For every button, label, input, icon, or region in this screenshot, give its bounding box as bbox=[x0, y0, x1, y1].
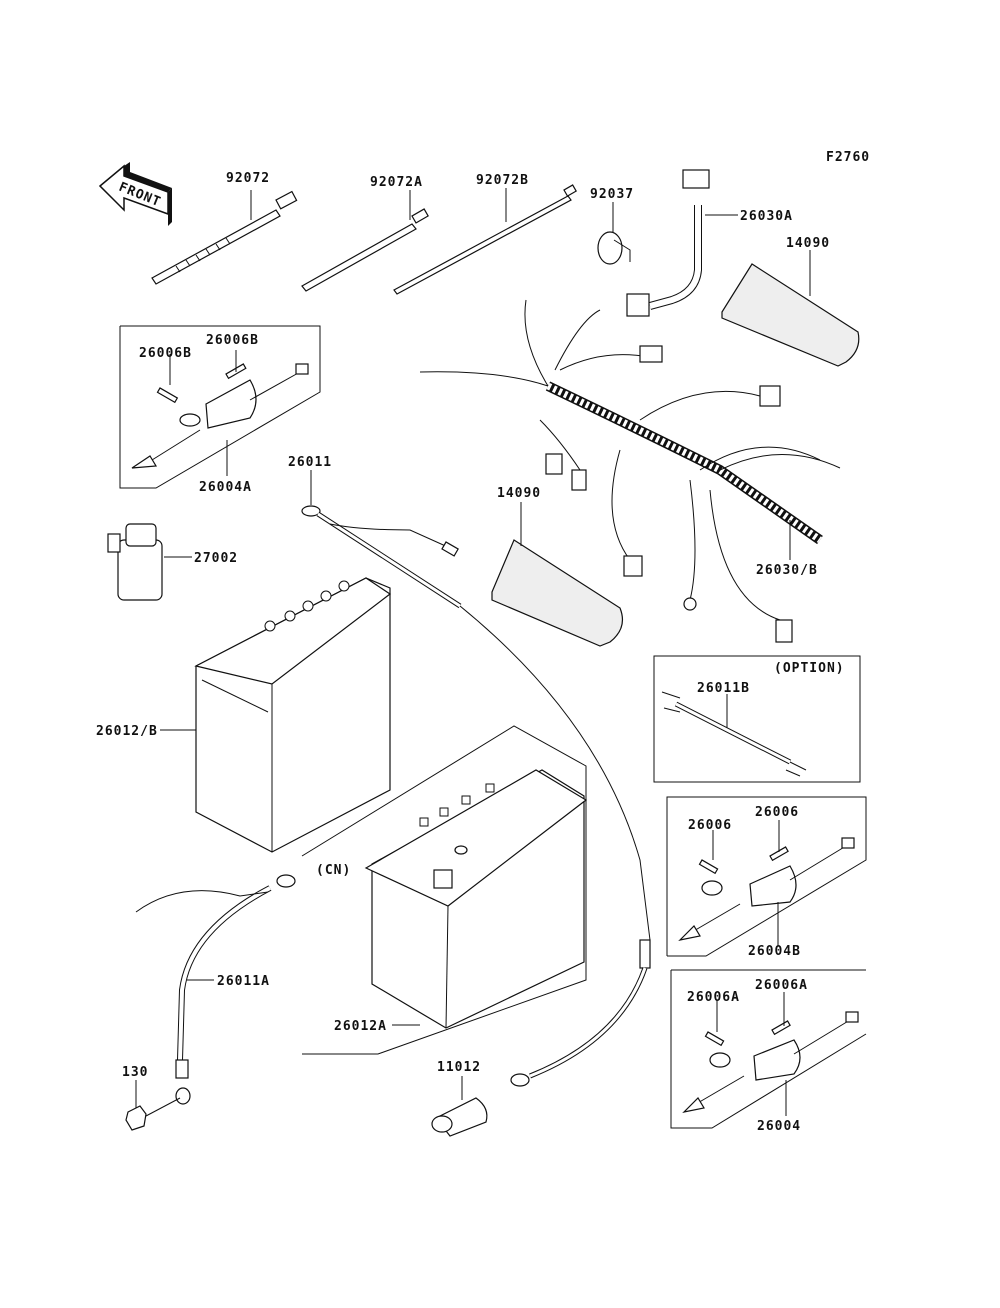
callout-26006B-right: 26006B bbox=[206, 333, 259, 348]
callout-26004B: 26004B bbox=[748, 944, 801, 959]
callout-26012B: 26012/B bbox=[96, 724, 158, 739]
callout-26012A: 26012A bbox=[334, 1019, 387, 1034]
part-26012B-battery[interactable] bbox=[160, 577, 392, 853]
callout-92072: 92072 bbox=[226, 171, 270, 186]
part-92072B-cable-tie[interactable] bbox=[393, 184, 577, 295]
callout-27002: 27002 bbox=[194, 551, 238, 566]
callout-14090-top: 14090 bbox=[786, 236, 830, 251]
callout-26004: 26004 bbox=[757, 1119, 801, 1134]
part-26030A-sub-harness[interactable] bbox=[626, 169, 738, 317]
callout-130: 130 bbox=[122, 1065, 148, 1080]
part-26004B-fuse-holder-kit[interactable] bbox=[666, 796, 867, 957]
callout-26011: 26011 bbox=[288, 455, 332, 470]
part-14090-cover-top[interactable] bbox=[721, 250, 860, 367]
callout-11012: 11012 bbox=[437, 1060, 481, 1075]
part-26004A-fuse-holder-kit[interactable] bbox=[119, 325, 321, 489]
callout-26006-right: 26006 bbox=[755, 805, 799, 820]
battery-lead-lower[interactable] bbox=[510, 939, 651, 1087]
callout-92072A: 92072A bbox=[370, 175, 423, 190]
part-26004-fuse-holder-kit[interactable] bbox=[670, 969, 867, 1129]
part-26011B-option-cable[interactable] bbox=[653, 655, 861, 783]
callout-26030A: 26030A bbox=[740, 209, 793, 224]
note-cn: (CN) bbox=[316, 863, 351, 878]
figure-code: F2760 bbox=[826, 150, 870, 165]
callout-92037: 92037 bbox=[590, 187, 634, 202]
part-92072-cable-tie[interactable] bbox=[151, 190, 298, 285]
part-26011A-cable[interactable] bbox=[135, 874, 296, 1105]
part-11012-terminal-cap[interactable] bbox=[431, 1076, 488, 1137]
reference-line bbox=[459, 605, 651, 941]
note-option: (OPTION) bbox=[774, 661, 845, 676]
callout-26004A: 26004A bbox=[199, 480, 252, 495]
part-26030B-main-harness[interactable] bbox=[419, 299, 841, 643]
callout-26006B-left: 26006B bbox=[139, 346, 192, 361]
part-14090-cover-mid[interactable] bbox=[491, 502, 623, 647]
part-92037-clamp[interactable] bbox=[597, 202, 631, 265]
front-arrow-icon: FRONT bbox=[98, 162, 172, 226]
callout-26006-left: 26006 bbox=[688, 818, 732, 833]
callout-26006A-right: 26006A bbox=[755, 978, 808, 993]
callout-26030B: 26030/B bbox=[756, 563, 818, 578]
part-26011-cable[interactable] bbox=[301, 470, 462, 609]
callout-14090-mid: 14090 bbox=[497, 486, 541, 501]
callout-92072B: 92072B bbox=[476, 173, 529, 188]
part-26012A-battery[interactable] bbox=[301, 725, 588, 1055]
callout-26006A-left: 26006A bbox=[687, 990, 740, 1005]
callout-26011A: 26011A bbox=[217, 974, 270, 989]
part-27002-starter-relay[interactable] bbox=[107, 523, 192, 601]
part-130-bolt[interactable] bbox=[125, 1080, 181, 1131]
callout-26011B: 26011B bbox=[697, 681, 750, 696]
part-92072A-cable-tie[interactable] bbox=[301, 190, 429, 292]
